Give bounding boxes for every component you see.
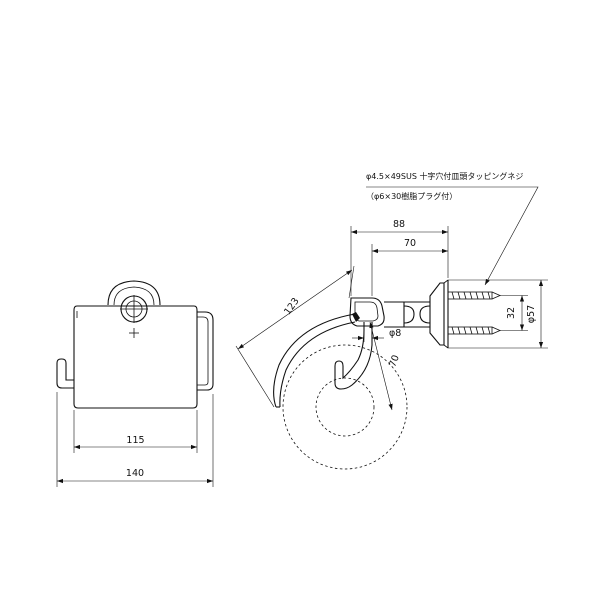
ext-line-123-top xyxy=(348,265,355,299)
bracket-marker xyxy=(352,312,360,322)
neck xyxy=(384,301,405,328)
neck-flange-left xyxy=(403,305,415,324)
cover-side-inner xyxy=(279,321,356,408)
dim-line-123 xyxy=(237,269,353,350)
dim-shaft-diameter-label: φ8 xyxy=(389,328,401,339)
side-view: φ4.5×49SUS 十字穴付皿頭タッピングネジ （φ6×30樹脂プラグ付） xyxy=(235,171,548,470)
screw-note-leader xyxy=(366,186,539,286)
cover-plate xyxy=(73,305,198,409)
shaft-arm xyxy=(334,322,373,390)
left-shaft-hook xyxy=(56,358,74,389)
dim-roll-offset-label: 70 xyxy=(387,354,401,369)
front-view: 115 140 xyxy=(56,280,214,487)
screw-note-line1: φ4.5×49SUS 十字穴付皿頭タッピングネジ xyxy=(366,171,523,181)
rosette-inner xyxy=(113,286,155,306)
dim-screw-pitch-label: 32 xyxy=(506,307,517,319)
plate-edge-top xyxy=(443,279,449,284)
dim-overall-width-label: 140 xyxy=(126,468,144,479)
screw-note-line2: （φ6×30樹脂プラグ付） xyxy=(366,191,457,201)
right-bracket xyxy=(197,311,214,391)
screw-lower xyxy=(447,326,501,335)
right-bracket-inner xyxy=(197,316,209,386)
ext-line-123-bottom xyxy=(235,345,275,408)
rosette-outline xyxy=(107,280,161,306)
dim-cover-width-label: 115 xyxy=(126,435,144,446)
wall-plate xyxy=(429,282,445,346)
neck-flange-right xyxy=(419,305,431,324)
paper-roll-core xyxy=(315,377,375,437)
plate-edge-bottom xyxy=(443,344,449,349)
dim-plate-diameter-label: φ57 xyxy=(526,305,537,323)
dim-depth-inner-label: 70 xyxy=(404,238,416,249)
dim-depth-overall-label: 88 xyxy=(393,219,405,230)
screw-upper xyxy=(447,291,501,300)
dim-line-roll-offset xyxy=(369,321,393,411)
cover-side-profile xyxy=(273,313,356,408)
